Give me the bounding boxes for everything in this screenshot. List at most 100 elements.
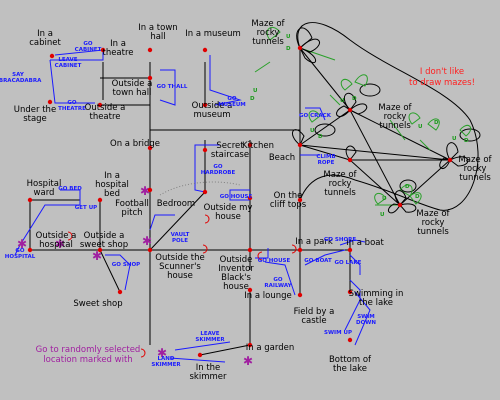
node-maze-4 xyxy=(447,157,453,163)
dir-u-1: U xyxy=(286,34,290,40)
node-skimmer xyxy=(197,352,203,358)
label-beach: Beach xyxy=(269,153,295,163)
dir-d-5: D xyxy=(434,120,439,126)
label-bedroom: Bedroom xyxy=(157,199,195,209)
node-hospital-ward xyxy=(27,197,33,203)
cmd-go-bed: GO BED xyxy=(58,186,82,192)
random-marker-sweet-shop: ✱ xyxy=(92,249,102,263)
node-outside-my-house xyxy=(247,195,253,201)
node-boat xyxy=(347,247,353,253)
transition-markers xyxy=(67,214,297,358)
node-cliff-tops xyxy=(297,197,303,203)
random-marker-legend: ✱ xyxy=(157,346,167,360)
random-marker-football: ✱ xyxy=(140,184,150,198)
dir-d-6: D xyxy=(464,138,469,144)
node-outside-inventor xyxy=(247,247,253,253)
node-secret-staircase xyxy=(202,147,208,153)
node-maze-1 xyxy=(297,45,303,51)
node-football-pitch xyxy=(147,187,153,193)
cmd-swim-up: SWIM UP xyxy=(324,330,352,336)
cmd-go-shop: GO SHOP xyxy=(112,262,140,268)
cmd-go-thall: GO THALL xyxy=(157,84,188,90)
node-sweet-shop xyxy=(117,289,123,295)
node-theatre xyxy=(100,47,106,53)
dir-d-4: D xyxy=(318,134,323,140)
label-garden: In a garden xyxy=(246,343,294,353)
dir-d-2: D xyxy=(250,96,255,102)
cmd-say-abracadabra: SAYABRACADABRA xyxy=(0,72,42,84)
random-marker-garden: ✱ xyxy=(243,354,253,368)
node-maze-3 xyxy=(347,157,353,163)
cmd-go-house-1: GO HOUSE xyxy=(220,194,253,200)
node-maze-2 xyxy=(347,107,353,113)
node-field-castle xyxy=(297,292,303,298)
dir-u-5: U xyxy=(418,124,422,130)
dir-u-7: U xyxy=(382,196,386,202)
dir-d-3: D xyxy=(352,96,357,102)
dir-u-2: U xyxy=(253,88,257,94)
node-outside-town-hall xyxy=(147,75,153,81)
dotted-jump-line xyxy=(159,181,241,196)
random-location-markers: ✱ ✱ ✱ ✱ ✱ ✱ ✱ xyxy=(17,184,253,368)
command-links xyxy=(14,49,371,363)
dir-u-8: U xyxy=(380,212,384,218)
cmd-go-shore: GO SHORE xyxy=(324,237,357,243)
label-boat: In a boat xyxy=(346,238,384,248)
node-outside-sweet-shop xyxy=(97,247,103,253)
label-park: In a park xyxy=(295,237,333,247)
map-connections xyxy=(29,22,481,356)
node-maze-5 xyxy=(397,202,403,208)
dir-u-4: U xyxy=(310,128,314,134)
node-garden xyxy=(247,342,253,348)
label-kitchen: Kitchen xyxy=(242,141,274,151)
maze-loops xyxy=(291,27,469,214)
node-outside-scunner xyxy=(147,247,153,253)
dir-d-8: D xyxy=(415,194,420,200)
node-outside-museum xyxy=(202,102,208,108)
map-nodes xyxy=(27,45,453,358)
node-under-stage xyxy=(47,99,53,105)
node-bridge xyxy=(147,145,153,151)
label-lounge: In a lounge xyxy=(244,291,291,301)
node-outside-theatre xyxy=(97,102,103,108)
node-bottom-lake xyxy=(347,337,353,343)
random-marker-scunner: ✱ xyxy=(142,234,152,248)
random-marker-outside-hospital: ✱ xyxy=(55,237,65,251)
node-cabinet xyxy=(49,53,55,59)
label-sweet-shop: Sweet shop xyxy=(73,299,122,309)
node-kitchen xyxy=(247,142,253,148)
